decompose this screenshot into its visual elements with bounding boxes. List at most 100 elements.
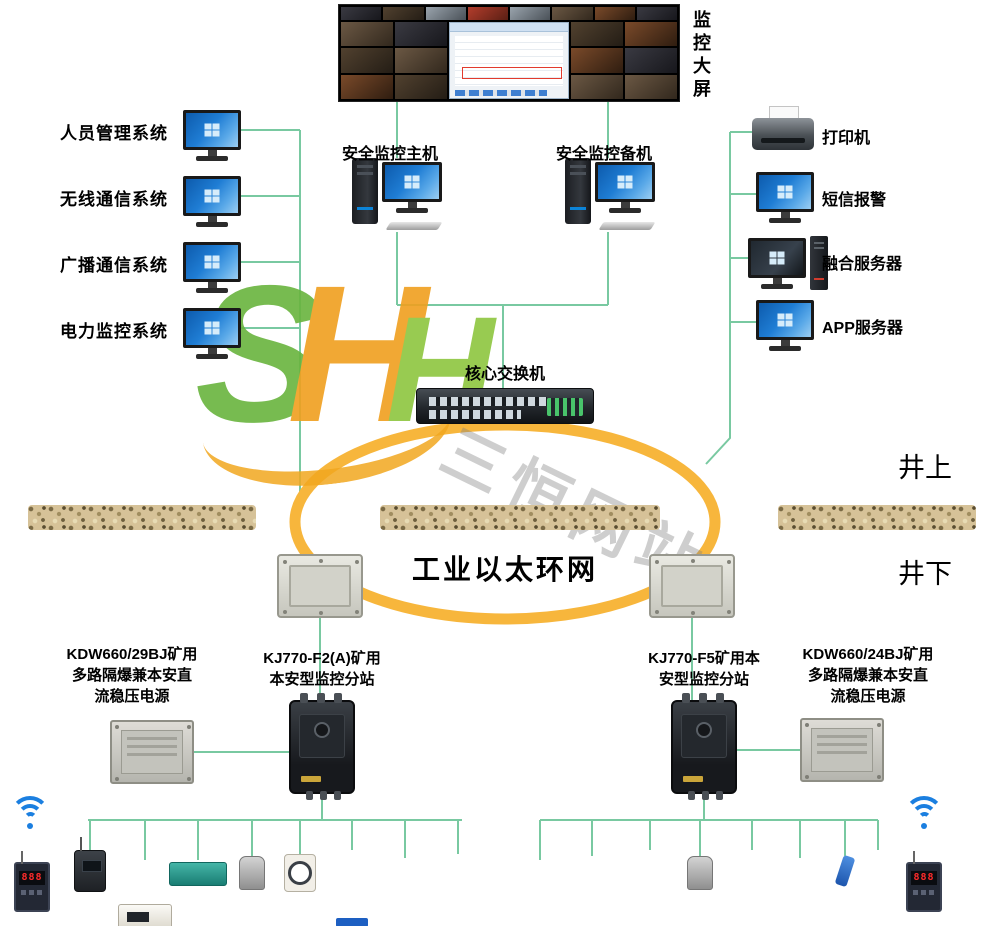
label-app-server: APP服务器 — [822, 320, 903, 337]
antenna-icon — [21, 851, 23, 864]
bolts-icon — [115, 725, 119, 729]
antenna-icon — [913, 851, 915, 864]
substation-dial-icon — [314, 722, 330, 738]
warning-tag-icon — [301, 776, 321, 782]
sensor-teal-box — [169, 862, 227, 886]
camera-feed-column — [341, 22, 393, 99]
sensor-canister — [239, 856, 265, 890]
device-buttons-icon — [913, 890, 935, 895]
junction-box-right — [649, 554, 735, 618]
cable-glands-icon — [300, 693, 308, 703]
label-right-power-supply: KDW660/24BJ矿用 多路隔爆兼本安直 流稳压电源 — [786, 644, 950, 707]
camera-feed-column — [571, 22, 623, 99]
label-wireless-system: 无线通信系统 — [60, 190, 168, 209]
bolts-icon — [283, 560, 287, 564]
label-line: KDW660/24BJ矿用 — [802, 646, 934, 663]
label-right-substation: KJ770-F5矿用本 安型监控分站 — [628, 648, 780, 690]
label-sms-alarm: 短信报警 — [822, 192, 887, 209]
substation-dial-icon — [696, 722, 712, 738]
printer-slot-icon — [761, 138, 805, 143]
label-line: 流稳压电源 — [94, 688, 170, 705]
sms-alarm-terminal — [756, 172, 814, 223]
junction-box-panel — [289, 565, 351, 607]
monitor-wireless-system — [183, 176, 241, 227]
label-line: KJ770-F2(A)矿用 — [263, 650, 381, 667]
antenna-icon — [80, 837, 82, 851]
sensor-wireless-left — [74, 837, 106, 892]
safety-monitoring-backup-host — [565, 158, 659, 238]
pc-tower-icon — [352, 158, 378, 224]
substation-left — [289, 693, 355, 800]
monitor-broadcast-system — [183, 242, 241, 293]
app-server-terminal — [756, 300, 814, 351]
sensor-clamp-blue — [334, 918, 370, 926]
video-wall-top-row — [341, 7, 677, 20]
bolts-icon — [655, 560, 659, 564]
bolts-icon — [805, 723, 809, 727]
label-power-system: 电力监控系统 — [60, 322, 168, 341]
warning-tag-icon — [683, 776, 703, 782]
label-line: 流稳压电源 — [830, 688, 906, 705]
pc-monitor-icon — [382, 162, 442, 213]
label-ethernet-ring: 工业以太环网 — [411, 554, 598, 585]
cable-glands-icon — [688, 791, 695, 800]
fusion-server — [748, 236, 828, 296]
wifi-icon — [8, 796, 52, 830]
monitor-screen — [183, 242, 241, 282]
printer — [752, 106, 814, 158]
ground-strip-middle — [380, 505, 660, 530]
industrial-ethernet-ring — [289, 419, 721, 625]
monitor-screen — [756, 300, 814, 340]
cable-glands-icon — [682, 693, 690, 703]
led-display: 888 — [19, 871, 45, 885]
keyboard-icon — [598, 222, 656, 230]
server-tower-icon — [810, 236, 828, 290]
label-line: 多路隔爆兼本安直 — [71, 667, 192, 684]
monitor-personnel-system — [183, 110, 241, 161]
switch-ports-icon — [429, 410, 521, 419]
label-left-power-supply: KDW660/29BJ矿用 多路隔爆兼本安直 流稳压电源 — [50, 644, 214, 707]
label-line: 本安型监控分站 — [269, 671, 375, 688]
device-buttons-icon — [21, 890, 43, 895]
cable-glands-icon — [306, 791, 313, 800]
safety-monitoring-main-host — [352, 158, 446, 238]
monitor-screen — [183, 110, 241, 150]
led-display: 888 — [911, 871, 937, 885]
keyboard-icon — [385, 222, 443, 230]
label-surface: 井上 — [898, 453, 952, 483]
label-fusion-server: 融合服务器 — [822, 256, 903, 273]
power-supply-vents-icon — [127, 737, 177, 759]
substation-right — [671, 693, 737, 800]
label-line: KDW660/29BJ矿用 — [66, 646, 198, 663]
server-monitor-icon — [748, 238, 806, 289]
power-supply-vents-icon — [817, 735, 867, 757]
printer-body-icon — [752, 118, 814, 150]
sensor-readout-left-1 — [118, 904, 172, 926]
label-personnel-system: 人员管理系统 — [60, 124, 168, 143]
power-supply-right — [800, 718, 884, 782]
power-supply-left — [110, 720, 194, 784]
big-screen-label: 监控大屏 — [691, 10, 711, 102]
substation-face — [299, 714, 345, 758]
camera-feed-column — [625, 22, 677, 99]
ground-strip-right — [778, 505, 976, 530]
wireless-led-readout-left: 888 — [14, 851, 50, 912]
label-main-host: 安全监控主机 — [341, 146, 438, 163]
pc-monitor-icon — [595, 162, 655, 213]
wifi-icon — [902, 796, 946, 830]
label-line: KJ770-F5矿用本 — [648, 650, 760, 667]
pc-tower-icon — [565, 158, 591, 224]
switch-ports-icon — [429, 397, 547, 406]
monitor-screen — [183, 308, 241, 348]
label-left-substation: KJ770-F2(A)矿用 本安型监控分站 — [240, 648, 404, 690]
switch-leds-icon — [547, 398, 583, 416]
label-line: 安型监控分站 — [658, 671, 749, 688]
wireless-led-readout-right: 888 — [906, 851, 942, 912]
highlight-box — [462, 67, 562, 79]
core-switch — [416, 388, 594, 424]
sensor-canister — [687, 856, 713, 890]
label-broadcast-system: 广播通信系统 — [60, 256, 168, 275]
junction-box-left — [277, 554, 363, 618]
